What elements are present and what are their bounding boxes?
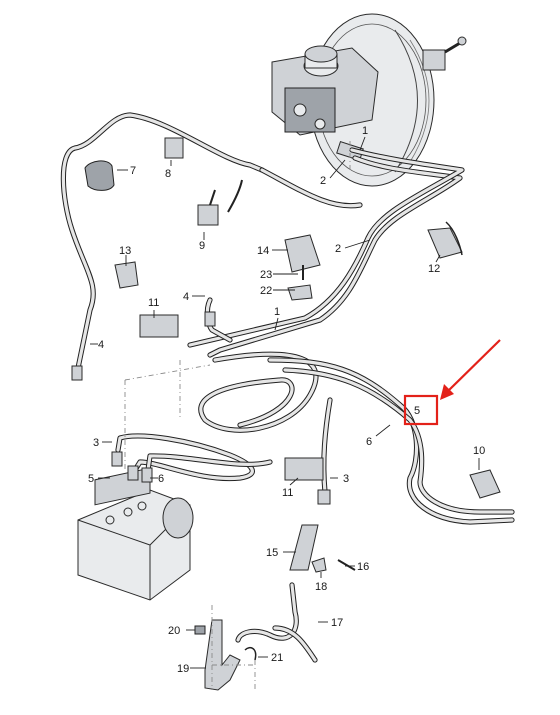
callout-6-right: 6 xyxy=(366,436,372,448)
callout-3-right: 3 xyxy=(343,473,349,485)
callout-22: 22 xyxy=(260,285,272,297)
callout-3-left: 3 xyxy=(93,437,99,449)
brackets-and-clips xyxy=(71,137,501,691)
callout-23: 23 xyxy=(260,269,272,281)
callout-7: 7 xyxy=(130,165,136,177)
brake-pipes xyxy=(60,112,515,663)
callout-8: 8 xyxy=(165,168,171,180)
callout-18: 18 xyxy=(315,581,327,593)
callout-21: 21 xyxy=(271,652,283,664)
callout-1-lower: 1 xyxy=(274,306,280,318)
callout-16: 16 xyxy=(357,561,369,573)
callout-2-right: 2 xyxy=(335,243,341,255)
abs-hydraulic-unit xyxy=(77,467,194,601)
callout-4-left: 4 xyxy=(98,339,104,351)
callout-4-middle: 4 xyxy=(183,291,189,303)
highlight-arrow-shaft xyxy=(445,339,501,394)
highlight-box xyxy=(403,394,439,426)
callout-19: 19 xyxy=(177,663,189,675)
callout-12: 12 xyxy=(428,263,440,275)
callout-10: 10 xyxy=(473,445,485,457)
callout-2-upper: 2 xyxy=(320,175,326,187)
callout-13: 13 xyxy=(119,245,131,257)
leader-lines xyxy=(90,136,480,669)
callout-17: 17 xyxy=(331,617,343,629)
highlight-arrow-head-icon xyxy=(440,384,454,400)
callout-11-lower: 11 xyxy=(282,487,293,499)
callout-9: 9 xyxy=(199,240,205,252)
callout-11-upper: 11 xyxy=(148,297,159,309)
callout-1: 1 xyxy=(362,125,368,137)
assembly-guide-lines xyxy=(124,140,351,690)
callout-5-left: 5 xyxy=(88,473,94,485)
brake-booster-assembly xyxy=(271,13,467,187)
callout-20: 20 xyxy=(168,625,180,637)
highlight-callout-5: 5 xyxy=(403,339,501,426)
callout-5-highlighted: 5 xyxy=(414,405,420,417)
callout-15: 15 xyxy=(266,547,278,559)
callout-labels: 1 2 2 7 8 9 13 11 4 4 14 23 22 12 1 3 5 … xyxy=(88,125,485,675)
callout-14: 14 xyxy=(257,245,269,257)
callout-6-left: 6 xyxy=(158,473,164,485)
